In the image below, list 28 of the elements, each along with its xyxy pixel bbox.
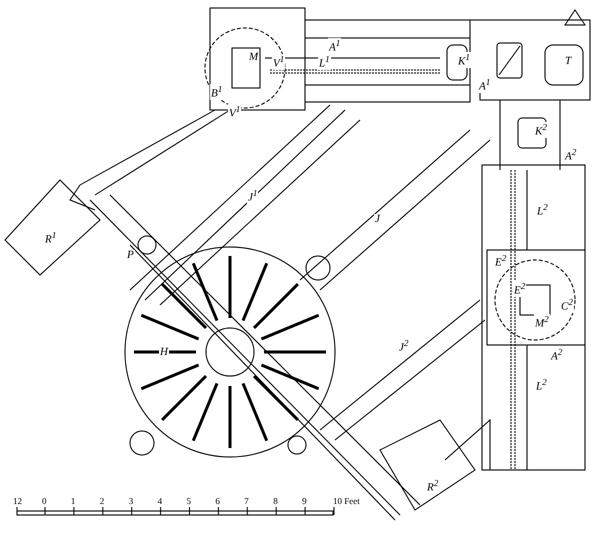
part-label: K$^{1}$ [457,52,471,68]
scale-number: 12 [13,497,22,506]
part-label: E$^{2}$ [513,281,526,297]
scale-number: 6 [215,497,220,506]
part-label: R$^{2}$ [426,478,440,494]
scale-number: 0 [42,497,46,506]
scale-number: 3 [128,497,134,506]
part-label: T [564,56,572,67]
scale-number: 8 [273,497,278,506]
part-label: J$^{1}$ [247,188,258,204]
part-label: V$^{1}$ [228,104,242,120]
scale-number: 5 [186,497,191,506]
part-label: C$^{2}$ [560,297,574,313]
scale-number: 10 Feet [333,497,360,506]
scale-number: 2 [100,497,104,506]
part-label: M [248,52,260,63]
part-label: H [159,347,169,358]
part-label: J$^{2}$ [398,338,410,354]
part-label: B$^{1}$ [210,84,224,100]
scale-number: 1 [70,497,76,506]
part-label: V$^{1}$ [272,54,286,70]
part-label: P [126,250,135,261]
part-label: A$^{1}$ [478,77,492,93]
part-label: K$^{2}$ [534,122,548,138]
scale-number: 7 [244,497,249,506]
scale-number: 4 [158,497,162,506]
part-label: J [374,214,381,225]
scale-number: 9 [302,497,307,506]
